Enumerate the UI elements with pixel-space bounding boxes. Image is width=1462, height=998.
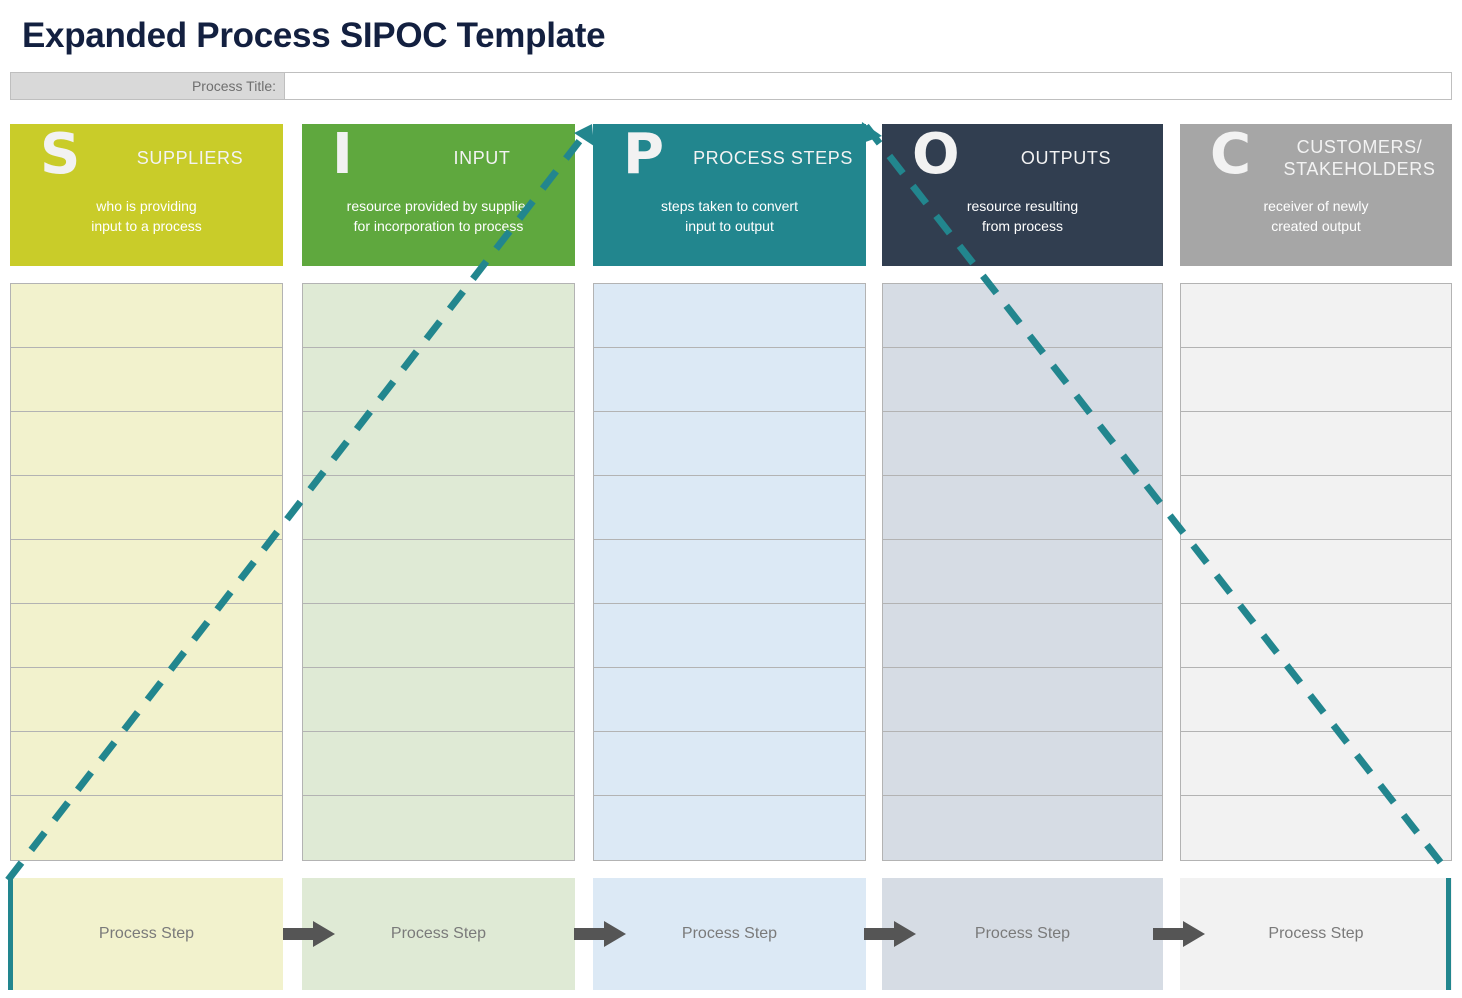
cell-input-8[interactable] — [303, 732, 574, 796]
cell-outputs-4[interactable] — [883, 476, 1162, 540]
arrow-outputs-to-customers-glyph — [1153, 921, 1205, 947]
cell-process_steps-9[interactable] — [594, 796, 865, 860]
column-letter-process_steps: P — [623, 124, 665, 187]
arrow-process-to-outputs-glyph — [864, 921, 916, 947]
arrow-input-to-process-glyph — [574, 921, 626, 947]
cell-input-7[interactable] — [303, 668, 574, 732]
column-header-row-suppliers: S SUPPLIERS — [10, 124, 283, 192]
process-step-label-customers: Process Step — [1268, 925, 1364, 942]
cell-suppliers-6[interactable] — [11, 604, 282, 668]
column-header-row-outputs: O OUTPUTS — [882, 124, 1163, 192]
column-body-outputs — [882, 283, 1163, 861]
cell-input-9[interactable] — [303, 796, 574, 860]
cell-process_steps-6[interactable] — [594, 604, 865, 668]
cell-process_steps-8[interactable] — [594, 732, 865, 796]
column-body-suppliers — [10, 283, 283, 861]
column-header-row-process_steps: P PROCESS STEPS — [593, 124, 866, 192]
column-letter-input: I — [332, 124, 353, 187]
cell-outputs-8[interactable] — [883, 732, 1162, 796]
process-step-box-input[interactable]: Process Step — [302, 878, 575, 990]
column-letter-suppliers: S — [40, 124, 81, 187]
cell-customers-3[interactable] — [1181, 412, 1451, 476]
column-name-suppliers: SUPPLIERS — [136, 148, 244, 168]
process-step-label-suppliers: Process Step — [98, 925, 195, 942]
cell-outputs-2[interactable] — [883, 348, 1162, 412]
cell-customers-1[interactable] — [1181, 284, 1451, 348]
column-name-input: INPUT — [453, 148, 511, 168]
cell-process_steps-2[interactable] — [594, 348, 865, 412]
column-header-row-customers: C CUSTOMERS/STAKEHOLDERS — [1180, 124, 1452, 192]
cell-customers-7[interactable] — [1181, 668, 1451, 732]
cell-outputs-1[interactable] — [883, 284, 1162, 348]
column-header-row-input: I INPUT — [302, 124, 575, 192]
column-body-input — [302, 283, 575, 861]
arrow-input-to-process — [574, 921, 626, 947]
cell-suppliers-4[interactable] — [11, 476, 282, 540]
cell-customers-5[interactable] — [1181, 540, 1451, 604]
column-name-outputs: OUTPUTS — [1020, 148, 1112, 168]
cell-input-2[interactable] — [303, 348, 574, 412]
process-step-box-customers[interactable]: Process Step — [1180, 878, 1452, 990]
arrow-suppliers-to-input-glyph — [283, 921, 335, 947]
arrow-outputs-to-customers — [1153, 921, 1205, 947]
process-step-box-process_steps[interactable]: Process Step — [593, 878, 866, 990]
cell-customers-8[interactable] — [1181, 732, 1451, 796]
cell-suppliers-5[interactable] — [11, 540, 282, 604]
cell-customers-9[interactable] — [1181, 796, 1451, 860]
process-title-input[interactable] — [285, 72, 1452, 100]
column-body-customers — [1180, 283, 1452, 861]
arrow-suppliers-to-input — [283, 921, 335, 947]
cell-suppliers-7[interactable] — [11, 668, 282, 732]
process-title-label: Process Title: — [10, 72, 285, 100]
cell-customers-6[interactable] — [1181, 604, 1451, 668]
process-step-label-process_steps: Process Step — [681, 925, 778, 942]
cell-suppliers-2[interactable] — [11, 348, 282, 412]
cell-input-1[interactable] — [303, 284, 574, 348]
cell-input-5[interactable] — [303, 540, 574, 604]
process-step-box-outputs[interactable]: Process Step — [882, 878, 1163, 990]
cell-outputs-5[interactable] — [883, 540, 1162, 604]
cell-process_steps-3[interactable] — [594, 412, 865, 476]
cell-suppliers-8[interactable] — [11, 732, 282, 796]
cell-input-4[interactable] — [303, 476, 574, 540]
cell-customers-4[interactable] — [1181, 476, 1451, 540]
process-step-label-input: Process Step — [390, 925, 487, 942]
column-name-process_steps: PROCESS STEPS — [693, 148, 853, 168]
cell-input-3[interactable] — [303, 412, 574, 476]
column-name-customers: CUSTOMERS/STAKEHOLDERS — [1283, 137, 1436, 179]
arrow-process-to-outputs — [864, 921, 916, 947]
cell-suppliers-9[interactable] — [11, 796, 282, 860]
column-letter-outputs: O — [912, 124, 960, 187]
cell-customers-2[interactable] — [1181, 348, 1451, 412]
cell-input-6[interactable] — [303, 604, 574, 668]
cell-outputs-3[interactable] — [883, 412, 1162, 476]
cell-suppliers-3[interactable] — [11, 412, 282, 476]
column-header-customers: C CUSTOMERS/STAKEHOLDERS receiver of newly… — [1180, 124, 1452, 266]
cell-process_steps-7[interactable] — [594, 668, 865, 732]
cell-process_steps-1[interactable] — [594, 284, 865, 348]
column-body-process_steps — [593, 283, 866, 861]
cell-suppliers-1[interactable] — [11, 284, 282, 348]
cell-process_steps-4[interactable] — [594, 476, 865, 540]
column-letter-customers: C — [1210, 124, 1252, 187]
process-title-bar: Process Title: — [10, 72, 1452, 100]
process-step-label-outputs: Process Step — [974, 925, 1071, 942]
process-step-box-suppliers[interactable]: Process Step — [10, 878, 283, 990]
cell-outputs-9[interactable] — [883, 796, 1162, 860]
cell-process_steps-5[interactable] — [594, 540, 865, 604]
cell-outputs-6[interactable] — [883, 604, 1162, 668]
cell-outputs-7[interactable] — [883, 668, 1162, 732]
page-title: Expanded Process SIPOC Template — [22, 16, 606, 55]
